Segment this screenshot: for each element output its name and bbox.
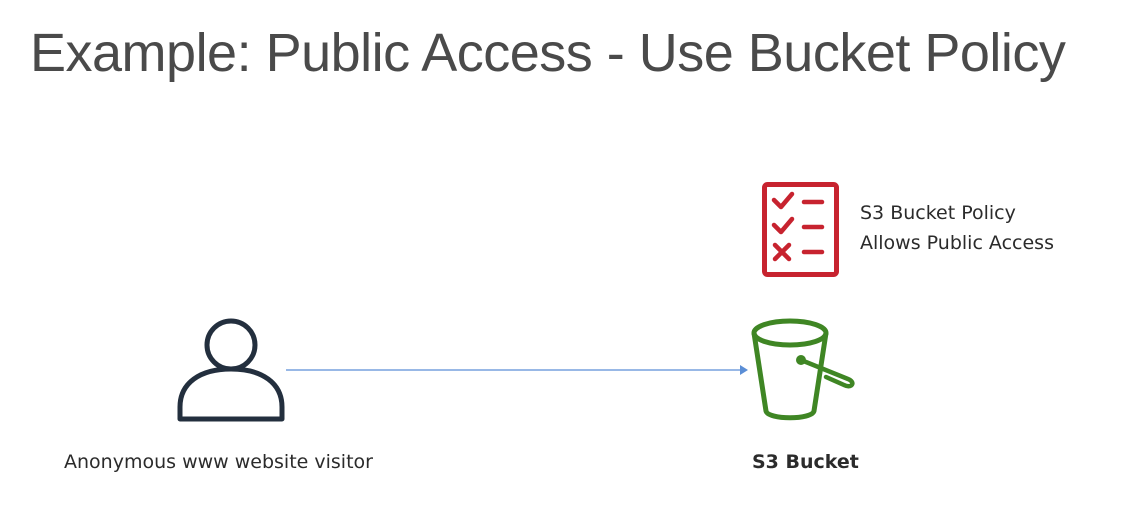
s3-bucket-icon [751, 318, 855, 421]
policy-line-1: S3 Bucket Policy [860, 202, 1016, 224]
user-icon [177, 318, 285, 422]
policy-line-2: Allows Public Access [860, 232, 1054, 254]
slide-title: Example: Public Access - Use Bucket Poli… [30, 23, 1066, 83]
access-arrow [286, 365, 748, 375]
bucket-label: S3 Bucket [752, 451, 859, 473]
checklist-icon [762, 182, 839, 277]
policy-description: S3 Bucket Policy Allows Public Access [860, 198, 1054, 258]
visitor-label: Anonymous www website visitor [64, 451, 373, 473]
